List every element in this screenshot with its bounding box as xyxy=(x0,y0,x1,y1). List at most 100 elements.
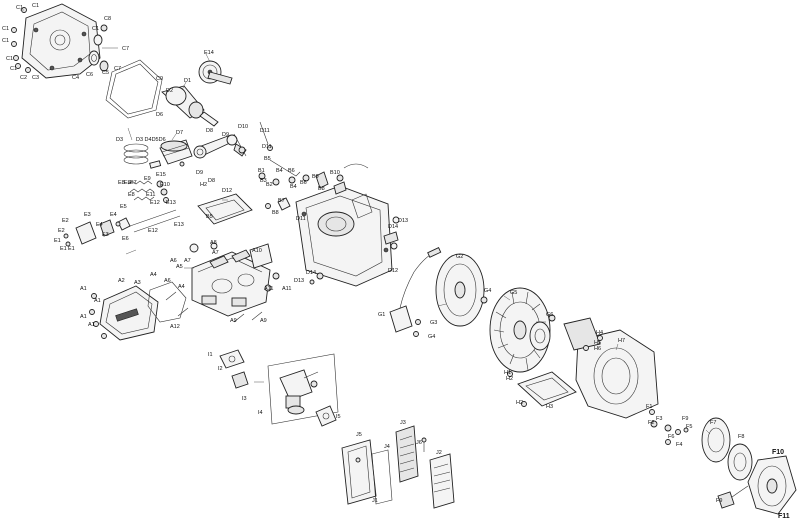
label-d11: D11 xyxy=(262,144,272,150)
label-e10: E10 xyxy=(160,182,170,188)
label-b4: B4 xyxy=(290,184,297,190)
label-f8: F8 xyxy=(738,434,744,440)
label-c2: C2 xyxy=(20,75,27,81)
label-h4: H4 xyxy=(596,330,603,336)
label-g2: G2 xyxy=(456,254,463,260)
starter-handle-and-rope xyxy=(717,485,749,509)
starter-pulley xyxy=(529,314,556,351)
label-e4: E4 xyxy=(110,212,117,218)
label-e3: E3 xyxy=(84,212,91,218)
label-b5: B5 xyxy=(264,156,271,162)
label-h6: H6 xyxy=(594,346,601,352)
oil-dipstick xyxy=(383,216,400,250)
label-e15: E15 xyxy=(156,172,166,178)
starter-small-parts xyxy=(649,409,689,445)
ignition-coil xyxy=(389,247,442,337)
label-b9: B9 xyxy=(312,174,319,180)
flywheel xyxy=(435,253,488,327)
label-f5: F5 xyxy=(686,424,692,430)
drain-plugs xyxy=(265,197,324,285)
label-h3: H3 xyxy=(546,404,553,410)
air-guide-plate xyxy=(507,371,577,407)
label-h2: H2 xyxy=(506,376,513,382)
air-filter-bolt xyxy=(421,437,427,452)
label-a4: A4 xyxy=(150,272,157,278)
label-a11: A11 xyxy=(264,286,273,292)
label-e4: E4 xyxy=(96,222,103,228)
rocker-cover xyxy=(99,285,159,341)
label-e1: E1 xyxy=(60,246,67,252)
label-b8: B8 xyxy=(318,186,325,192)
label-c1: C1 xyxy=(32,3,39,9)
label-c1: C1 xyxy=(2,26,9,32)
label-b2: B2 xyxy=(266,182,273,188)
recoil-reel xyxy=(701,417,753,481)
label-d2: D2 xyxy=(166,88,173,94)
label-e13: E13 xyxy=(166,200,176,206)
label-c8: C8 xyxy=(104,16,111,22)
label-d9: D9 xyxy=(196,170,203,176)
label-j6: J6 xyxy=(416,440,422,446)
crankcase-cover-plate xyxy=(197,193,253,225)
label-e6: E6 xyxy=(122,236,129,242)
label-d14: D14 xyxy=(306,270,316,276)
label-c1: C1 xyxy=(92,26,99,32)
label-f11: F11 xyxy=(778,513,790,520)
label-e9: E9 xyxy=(144,176,151,182)
label-c3: C3 xyxy=(32,75,39,81)
oil-seal xyxy=(88,24,109,72)
cam-gear xyxy=(198,60,233,85)
label-c6: C6 xyxy=(86,72,93,78)
label-a9: A9 xyxy=(260,318,267,324)
piston-pin xyxy=(149,160,185,169)
push-rods xyxy=(129,209,181,233)
label-f3: F3 xyxy=(656,416,662,422)
label-f6: F6 xyxy=(668,434,674,440)
label-b7: B7 xyxy=(278,198,285,204)
cylinder-head xyxy=(191,251,271,317)
label-d6: D6 xyxy=(156,112,163,118)
label-c1: C1 xyxy=(16,5,23,11)
piston-rings xyxy=(123,143,149,165)
label-f2: F2 xyxy=(648,420,654,426)
label-c4: C4 xyxy=(72,75,79,81)
label-e6: E6 xyxy=(124,180,131,186)
air-filter-cover xyxy=(429,453,455,509)
label-e2: E2 xyxy=(58,228,65,234)
governor-parts xyxy=(258,159,369,195)
label-f1: F1 xyxy=(646,404,652,410)
air-filter-base xyxy=(341,439,377,505)
label-d1: D1 xyxy=(184,78,191,84)
label-e7: E7 xyxy=(130,180,137,186)
label-e12: E12 xyxy=(150,200,160,206)
carburetor-insulator xyxy=(219,349,249,389)
crankshaft xyxy=(161,85,219,127)
label-e8: E8 xyxy=(118,180,125,186)
carburetor-gasket xyxy=(315,405,337,427)
label-b5: B5 xyxy=(206,214,213,220)
crankcase xyxy=(295,185,393,287)
part-labels: C1 C1 C1 C1 C1 C1 C2 C3 C4 C5 C6 C7 C7 C… xyxy=(2,3,790,520)
label-c7: C7 xyxy=(114,66,121,72)
label-e2: E2 xyxy=(62,218,69,224)
label-d13: D13 xyxy=(398,218,408,224)
label-g5: G5 xyxy=(510,290,517,296)
tappets xyxy=(117,217,131,231)
recoil-starter-housing xyxy=(747,455,797,515)
label-c7: C7 xyxy=(122,46,129,52)
label-a2: A2 xyxy=(118,278,125,284)
label-c1: C1 xyxy=(6,56,13,62)
label-d8: D8 xyxy=(206,128,213,134)
label-a5: A5 xyxy=(176,264,183,270)
label-a6: A6 xyxy=(170,258,177,264)
label-a6: A6 xyxy=(164,278,171,284)
label-h1: H1 xyxy=(504,370,511,376)
label-j5: J5 xyxy=(356,432,362,438)
label-g4: G4 xyxy=(428,334,435,340)
crankcase-cover-bolts xyxy=(11,7,31,73)
label-a10: A10 xyxy=(252,248,262,254)
label-i3: I3 xyxy=(242,396,247,402)
label-f4: F4 xyxy=(676,442,682,448)
head-gasket-and-plate xyxy=(249,243,280,292)
